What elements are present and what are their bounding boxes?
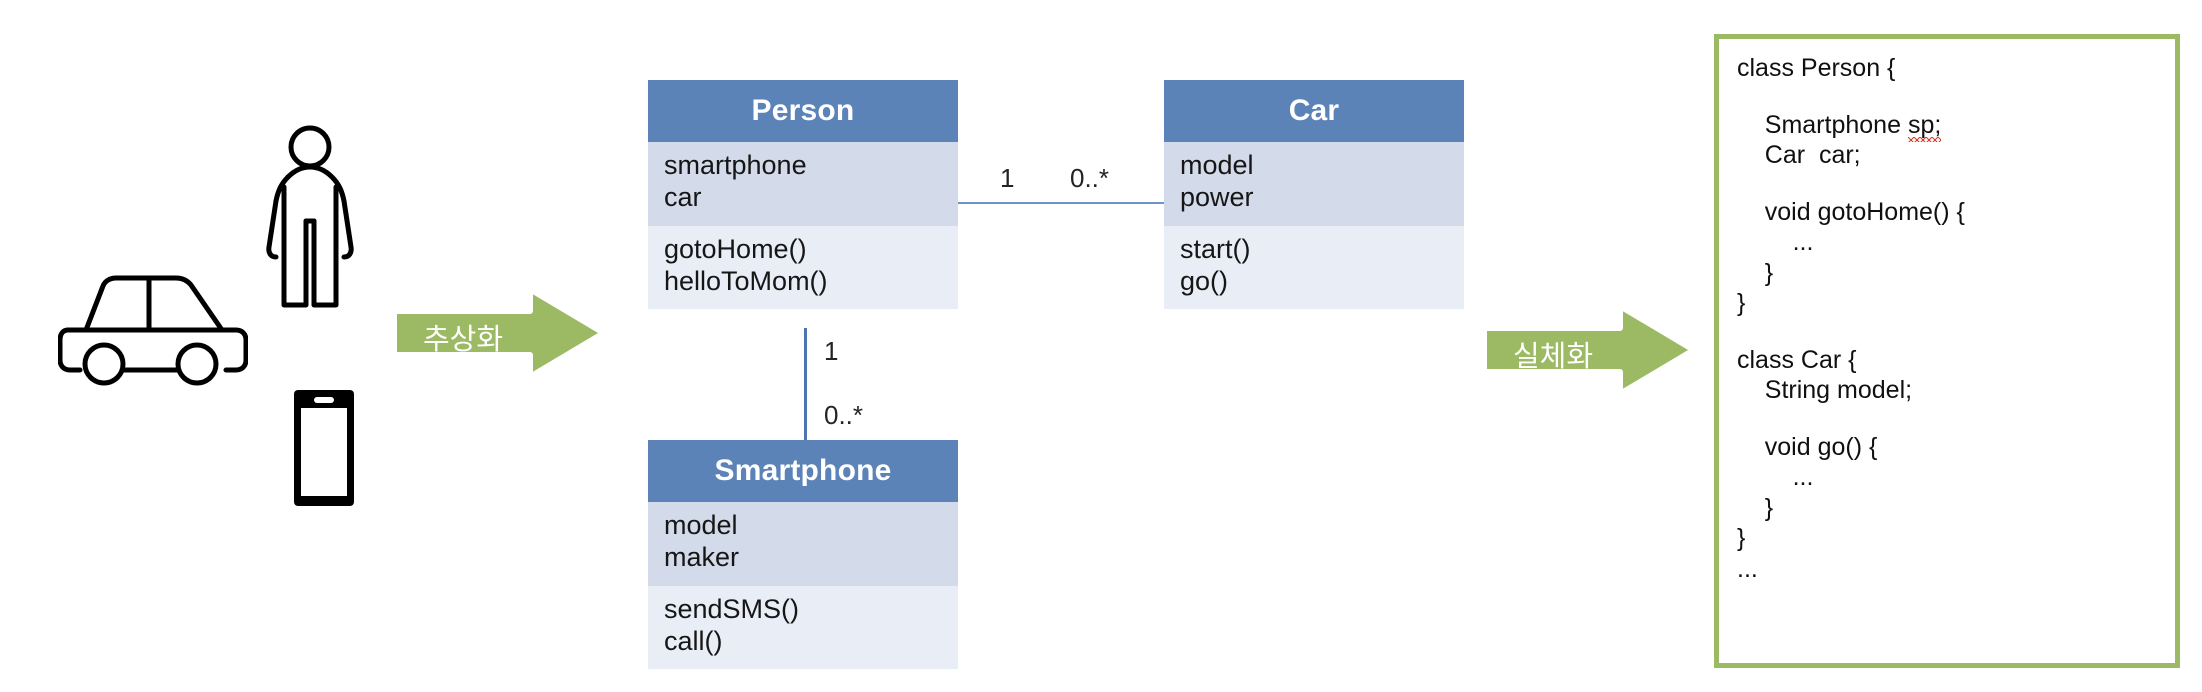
code-line: void gotoHome() { <box>1737 197 1965 226</box>
code-line: class Car { <box>1737 345 1857 374</box>
attribute-item: car <box>664 181 702 212</box>
attribute-item: smartphone <box>664 150 807 180</box>
code-line: String model; <box>1737 376 1913 404</box>
class-box-car-title: Car <box>1164 80 1464 142</box>
code-line <box>1737 171 2175 197</box>
operation-item: start() <box>1180 233 1251 264</box>
code-line: ... <box>1737 228 1814 256</box>
operation-item: call() <box>664 625 723 656</box>
abstraction-arrow: 추상화 <box>390 285 610 381</box>
class-box-smartphone-title: Smartphone <box>648 440 958 502</box>
code-line: } <box>1737 493 1774 522</box>
realization-arrow-label: 실체화 <box>1512 341 1594 373</box>
car-icon <box>57 268 249 386</box>
person-smartphone-association-line <box>804 328 807 442</box>
class-box-car-operations: start() go() <box>1164 225 1464 310</box>
code-listing: class Person { Smartphone sp; Car car; v… <box>1737 53 2175 584</box>
attribute-item: power <box>1180 181 1254 212</box>
class-box-person-title: Person <box>648 80 958 142</box>
attribute-item: model <box>1180 150 1254 180</box>
attribute-item: maker <box>664 541 740 572</box>
person-car-association-line <box>958 202 1164 204</box>
code-line <box>1737 319 2175 345</box>
code-line: Smartphone sp; <box>1737 110 1942 142</box>
code-line: void go() { <box>1737 432 1878 461</box>
code-panel[interactable]: class Person { Smartphone sp; Car car; v… <box>1714 34 2180 668</box>
person-smartphone-source-multiplicity: 1 <box>824 336 839 366</box>
person-icon <box>262 125 358 325</box>
class-box-smartphone-operations: sendSMS() call() <box>648 585 958 670</box>
abstraction-arrow-label: 추상화 <box>422 324 504 356</box>
code-line: } <box>1737 524 1746 552</box>
class-box-smartphone[interactable]: Smartphone model maker sendSMS() call() <box>648 440 958 670</box>
code-line <box>1737 406 2175 432</box>
code-line: Car car; <box>1737 141 1861 169</box>
operation-item: gotoHome() <box>664 233 807 264</box>
operation-item: go() <box>1180 265 1229 296</box>
code-line: } <box>1737 258 1774 287</box>
code-line <box>1737 84 2175 110</box>
operation-item: helloToMom() <box>664 265 828 296</box>
realization-arrow: 실체화 <box>1480 302 1700 398</box>
attribute-item: model <box>664 510 738 540</box>
smartphone-icon <box>272 388 376 508</box>
code-line: ... <box>1737 463 1814 491</box>
person-car-source-multiplicity: 1 <box>1000 163 1015 193</box>
code-line: } <box>1737 289 1746 317</box>
person-car-target-multiplicity: 0..* <box>1070 163 1110 193</box>
class-box-person[interactable]: Person smartphone car gotoHome() helloTo… <box>648 80 958 310</box>
code-line: class Person { <box>1737 54 1896 82</box>
code-line: ... <box>1737 554 1758 583</box>
spellcheck-squiggle: sp; <box>1907 110 1942 142</box>
class-box-car-attributes: model power <box>1164 142 1464 226</box>
class-box-smartphone-attributes: model maker <box>648 502 958 586</box>
class-box-person-attributes: smartphone car <box>648 142 958 226</box>
class-box-person-operations: gotoHome() helloToMom() <box>648 225 958 310</box>
person-smartphone-target-multiplicity: 0..* <box>824 400 864 430</box>
operation-item: sendSMS() <box>664 593 800 624</box>
class-box-car[interactable]: Car model power start() go() <box>1164 80 1464 310</box>
